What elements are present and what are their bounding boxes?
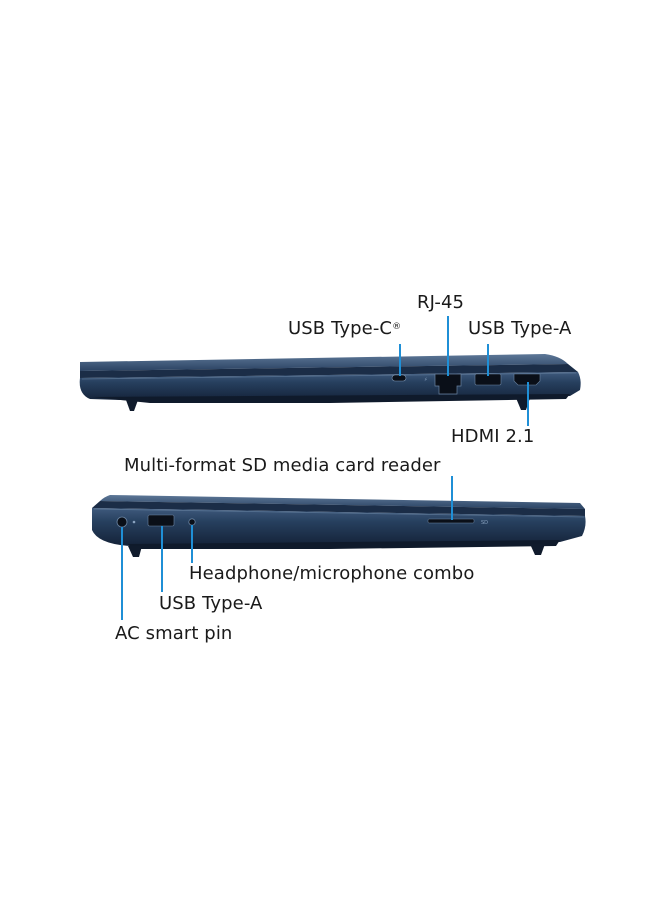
top-laptop-foot-right [516,398,530,410]
bottom-laptop-foot-right [530,544,545,555]
top-laptop-seam [80,364,578,378]
top-laptop-foot-left [126,400,138,411]
bottom-leader-lines [121,476,453,620]
bottom-laptop-foot-left [128,546,142,557]
bottom-ac-led [132,520,136,524]
bottom-laptop-bottom-edge [128,540,560,549]
bottom-laptop-lid [100,495,585,509]
top-hdmi-port [513,373,541,386]
top-leader-lines [399,316,529,426]
label-rj45: RJ-45 [417,292,465,313]
top-laptop-bottom-edge [92,394,570,403]
label-usb-c-mark: ® [392,322,402,332]
top-laptop-lid [80,354,568,371]
label-headphone: Headphone/microphone combo [189,563,475,584]
label-usb-a-bottom: USB Type-A [159,593,263,614]
label-usb-c: USB Type-C® [288,318,401,340]
top-laptop: ⚡ [79,354,581,411]
bottom-ac-pin-port [116,516,128,528]
bottom-laptop-base [92,508,586,546]
bottom-laptop-seam [92,501,585,516]
label-ac-pin: AC smart pin [115,623,233,644]
top-usb-c-icon: ⚡ [424,377,428,383]
bottom-laptop: SD [92,495,586,557]
label-usb-a-top: USB Type-A [468,318,572,339]
label-usb-c-text: USB Type-C [288,318,393,339]
label-sd-reader: Multi-format SD media card reader [124,455,441,476]
bottom-laptop-highlight [93,508,585,518]
label-hdmi: HDMI 2.1 [451,426,535,447]
top-rj45-port [434,373,462,395]
bottom-headphone-port [188,518,196,526]
bottom-sd-text: SD [481,520,488,526]
bottom-usb-a-port [147,514,175,527]
